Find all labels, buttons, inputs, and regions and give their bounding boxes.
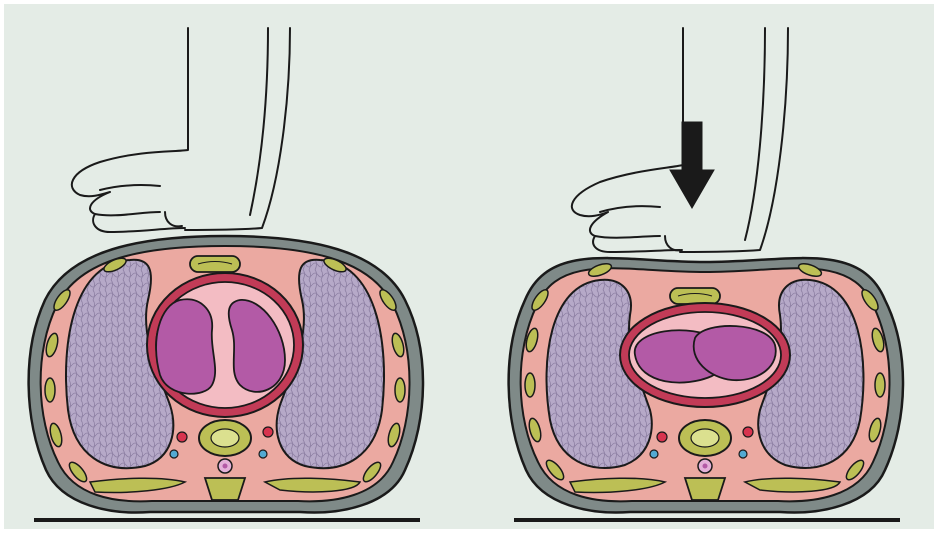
spinal-canal [223, 464, 228, 469]
aorta [177, 432, 187, 442]
sternum [190, 256, 240, 272]
heart-right-ventricle [156, 299, 215, 393]
vein [739, 450, 747, 458]
spinal-canal [703, 464, 708, 469]
vertebral-marrow [211, 429, 239, 447]
rib [395, 378, 405, 402]
rib [525, 373, 535, 397]
sternum [670, 288, 720, 304]
vein [259, 450, 267, 458]
vertebral-marrow [691, 429, 719, 447]
spinous-process [205, 478, 245, 500]
posterior-rib [745, 478, 840, 492]
vein [650, 450, 658, 458]
rib [875, 373, 885, 397]
rib [45, 378, 55, 402]
posterior-rib [265, 478, 360, 492]
spinous-process [685, 478, 725, 500]
aorta [657, 432, 667, 442]
vein [170, 450, 178, 458]
artery [263, 427, 273, 437]
artery [743, 427, 753, 437]
